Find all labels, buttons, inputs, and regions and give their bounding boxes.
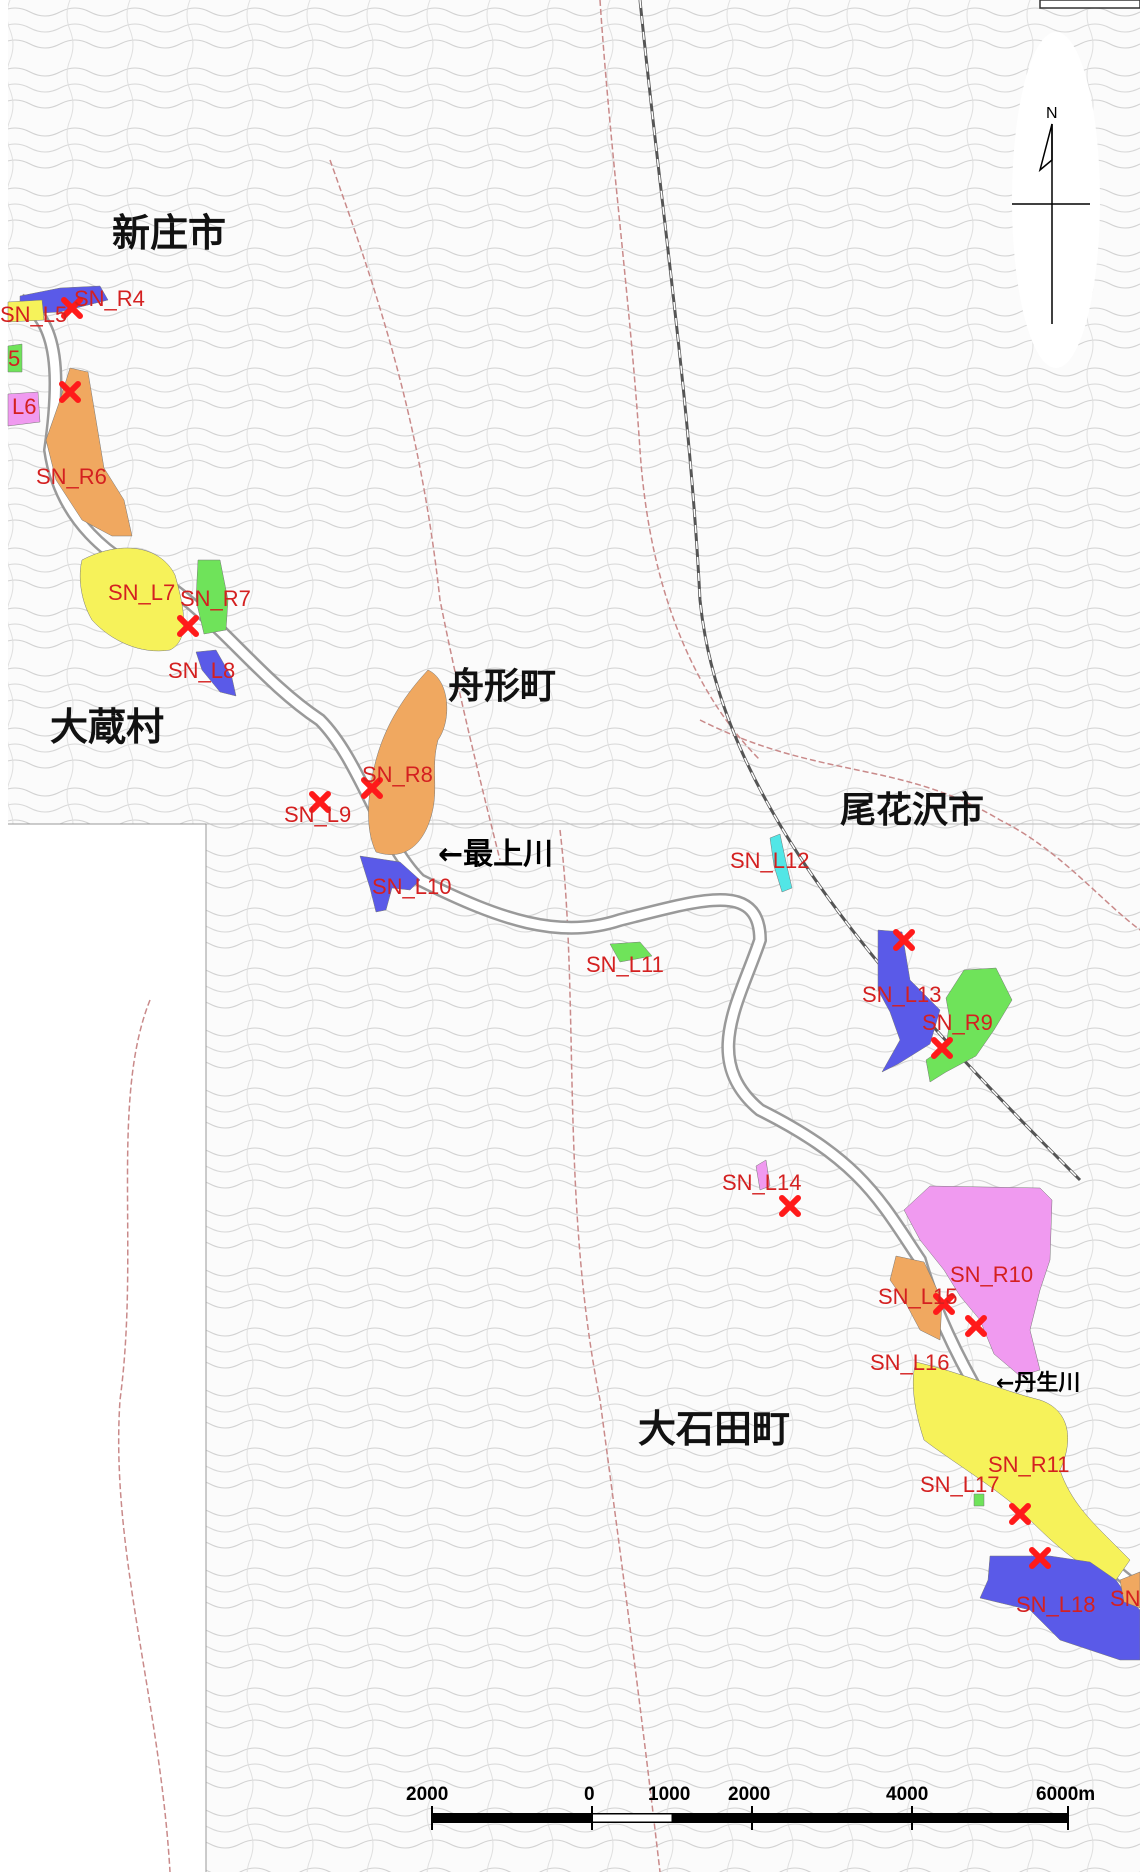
zone-yellow-l5 (7, 299, 45, 323)
zone-green-r7 (195, 559, 229, 635)
scale-label: 1000 (648, 1784, 690, 1805)
scale-bar-segment (591, 1813, 673, 1823)
scale-label: 2000 (728, 1784, 770, 1805)
scale-bar: 2000 0 1000 2000 4000 6000m (406, 1784, 1095, 1830)
site-label-5: 5 (8, 346, 20, 371)
site-label-l7: SN_L7 (108, 580, 175, 605)
north-arrow: N (1012, 32, 1100, 368)
marker-l15 (933, 1293, 955, 1315)
site-label-l9: SN_L9 (284, 802, 351, 827)
zone-pink-l6 (7, 391, 41, 427)
site-label-l18: SN_L18 (1016, 1592, 1096, 1617)
site-label-l12: SN_L12 (730, 848, 810, 873)
zone-orange-edge (1119, 1571, 1140, 1609)
scale-bar-segment (752, 1814, 912, 1822)
site-markers (59, 297, 1051, 1569)
place-label-oishida: 大石田町 (638, 1407, 790, 1451)
zone-green-5 (7, 343, 23, 373)
site-label-r11: SN_R11 (988, 1452, 1070, 1477)
site-label-l10: SN_L10 (372, 874, 452, 899)
marker-l18 (1029, 1547, 1051, 1569)
marker-r9 (931, 1037, 953, 1059)
inundation-zones (7, 285, 1140, 1661)
marker-l9 (309, 791, 331, 813)
place-label-obanazawa: 尾花沢市 (840, 790, 984, 831)
site-label-l14: SN_L14 (722, 1170, 802, 1195)
north-label: N (1046, 105, 1058, 122)
marker-r4 (61, 297, 83, 319)
scale-bar-segment (672, 1814, 752, 1822)
admin-boundary (699, 719, 1140, 931)
river-names: ←最上川 ←丹生川 (438, 837, 1080, 1396)
zone-orange-r6 (45, 367, 133, 537)
site-label-r8: SN_R8 (362, 762, 433, 787)
scale-bar-segment (432, 1814, 592, 1822)
zone-cyan-l12 (769, 833, 793, 893)
scale-label: 2000 (406, 1784, 448, 1805)
corner-box (1039, 0, 1140, 9)
zone-green-l11 (609, 941, 653, 963)
marker-r10 (965, 1315, 987, 1337)
admin-boundary (599, 0, 761, 761)
zone-pink-l14 (755, 1159, 771, 1191)
scale-bar-segment (912, 1814, 1068, 1822)
marker-l13 (893, 929, 915, 951)
place-names: 新庄市 大蔵村 舟形町 尾花沢市 大石田町 (50, 211, 984, 1451)
scale-label: 4000 (886, 1784, 928, 1805)
marker-l6 (59, 381, 81, 403)
site-label-l8: SN_L8 (168, 658, 235, 683)
zone-blue-l18 (979, 1555, 1140, 1661)
zone-green-l17 (973, 1493, 985, 1507)
admin-boundary (559, 829, 661, 1872)
marker-r11 (1009, 1503, 1031, 1525)
admin-boundary (329, 159, 501, 861)
scale-label: 6000m (1036, 1784, 1095, 1805)
site-label-l6: L6 (12, 394, 36, 419)
site-label-r10: SN_R10 (950, 1262, 1033, 1287)
site-label-sn: SN (1110, 1586, 1140, 1611)
zone-yellow-r11 (912, 1361, 1131, 1581)
zone-blue-l8 (195, 649, 237, 697)
marker-l14 (779, 1195, 801, 1217)
site-label-r4: SN_R4 (74, 286, 145, 311)
place-label-okura: 大蔵村 (50, 705, 164, 749)
zone-orange-l15 (889, 1255, 943, 1341)
zone-pink-r10 (903, 1185, 1053, 1377)
zone-orange-r8 (368, 669, 448, 855)
north-arrow-ellipse (1012, 32, 1100, 368)
zone-blue-l10 (359, 855, 421, 913)
north-arrow-head (1038, 123, 1053, 173)
map-sheet-north (8, 0, 1140, 824)
marker-r8 (361, 777, 383, 799)
site-label-r9: SN_R9 (922, 1010, 993, 1035)
place-label-funagata: 舟形町 (448, 666, 556, 707)
place-label-shinjo: 新庄市 (112, 211, 226, 255)
scale-label: 0 (584, 1784, 595, 1805)
admin-boundary (117, 999, 171, 1872)
site-label-l16: SN_L16 (870, 1350, 950, 1375)
site-label-r7: SN_R7 (180, 586, 251, 611)
site-label-l13: SN_L13 (862, 982, 942, 1007)
river-label-nyu: ←丹生川 (996, 1371, 1080, 1396)
marker-l7 (177, 615, 199, 637)
site-label-l5: SN_L5 (0, 302, 67, 327)
site-label-l17: SN_L17 (920, 1472, 1000, 1497)
site-label-l11: SN_L11 (586, 952, 664, 977)
site-label-r6: SN_R6 (36, 464, 107, 489)
site-label-l15: SN_L15 (878, 1284, 958, 1309)
blank-area (0, 824, 206, 1872)
river-label-mogami: ←最上川 (438, 837, 553, 872)
zone-yellow-l7 (79, 547, 184, 652)
site-labels: SN_L5 SN_R4 5 L6 SN_R6 SN_L7 SN_R7 SN_L8… (0, 286, 1140, 1617)
zone-blue-l13 (877, 929, 941, 1073)
